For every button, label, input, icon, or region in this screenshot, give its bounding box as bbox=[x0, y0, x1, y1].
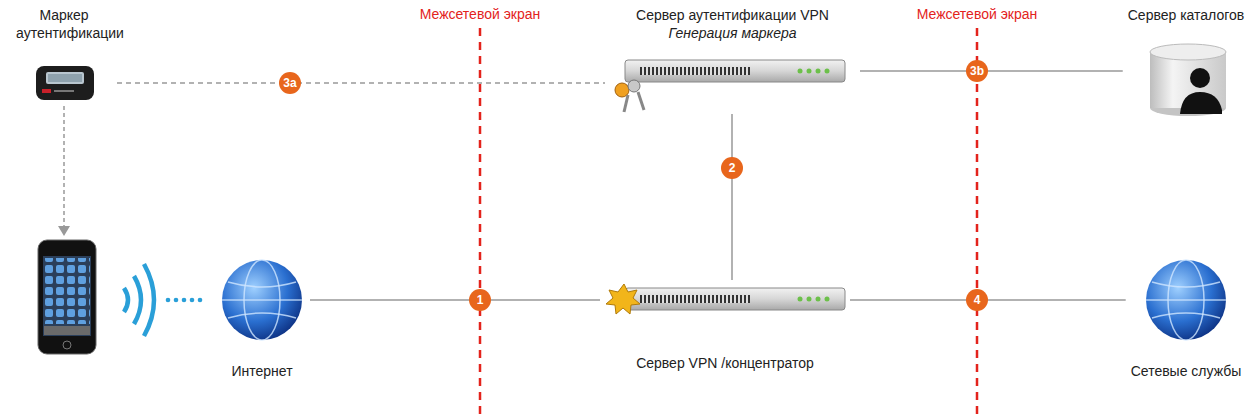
phone-icon bbox=[38, 240, 96, 354]
icon-node: Сервер каталогов bbox=[1123, 6, 1250, 118]
wireless-dots bbox=[166, 298, 203, 303]
certificate-badge bbox=[606, 284, 640, 314]
icon-node: Интернет bbox=[214, 254, 310, 380]
connector bbox=[860, 70, 1123, 72]
icon-node: Сервер аутентификации VPNГенерация марке… bbox=[605, 6, 860, 114]
node-label: Сервер каталогов bbox=[1126, 6, 1247, 24]
directory-icon bbox=[1150, 44, 1226, 116]
node-label: Интернет bbox=[229, 362, 294, 380]
firewall-line bbox=[976, 28, 979, 419]
callout-number: 2 bbox=[721, 157, 743, 179]
icon-node: Маркер аутентификации bbox=[11, 6, 117, 106]
globe-icon bbox=[1146, 260, 1226, 340]
keys-icon bbox=[615, 80, 644, 112]
connector bbox=[731, 114, 733, 280]
wireless-link bbox=[124, 264, 154, 336]
node-label: Сервер VPN /концентратор bbox=[634, 354, 816, 372]
icon-node: Сетевые службы bbox=[1126, 254, 1247, 380]
node-label: Сервер аутентификации VPN bbox=[634, 6, 831, 24]
callout-number: 4 bbox=[966, 289, 988, 311]
arrow-head bbox=[58, 226, 70, 236]
server-rack bbox=[625, 288, 845, 310]
node-subtitle: Генерация маркера bbox=[666, 24, 798, 42]
firewall-line bbox=[479, 28, 482, 419]
server-rack bbox=[625, 60, 845, 82]
globe-icon bbox=[222, 260, 302, 340]
connector bbox=[117, 82, 605, 84]
callout-number: 3b bbox=[966, 60, 988, 82]
icon-node: Сервер VPN /концентратор bbox=[600, 280, 850, 372]
callout-number: 3a bbox=[279, 72, 301, 94]
node-label: Сетевые службы bbox=[1129, 362, 1244, 380]
leader-arrow bbox=[63, 106, 65, 228]
token-icon bbox=[36, 66, 94, 100]
connector bbox=[310, 299, 600, 301]
node-label: Маркер аутентификации bbox=[14, 6, 114, 42]
firewall-label: Межсетевой экран bbox=[417, 6, 544, 22]
firewall-label: Межсетевой экран bbox=[914, 6, 1041, 22]
callout-number: 1 bbox=[469, 289, 491, 311]
